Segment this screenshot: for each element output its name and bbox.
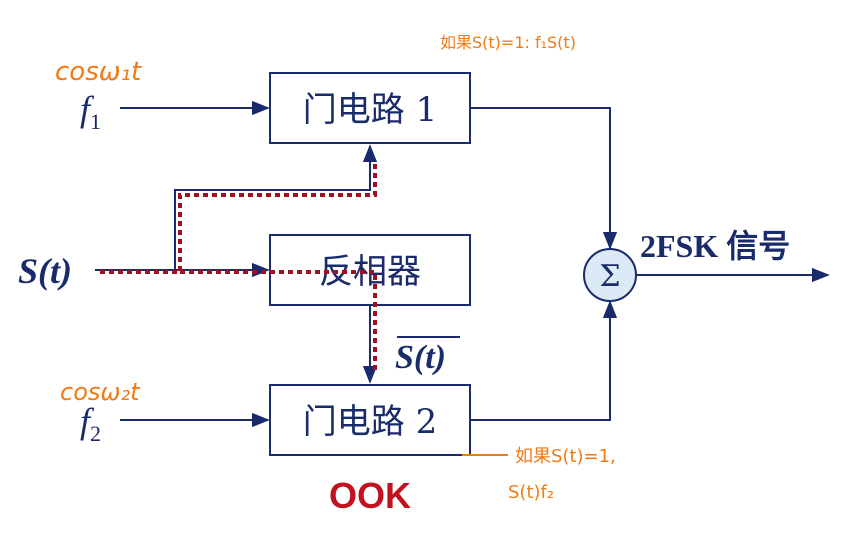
cos1-annotation: cosω₁t <box>55 57 142 87</box>
bottom-note2-annotation: S(t)f₂ <box>508 482 554 503</box>
dotted-path-gate1 <box>100 160 377 274</box>
dotted-path-gate2 <box>180 270 377 372</box>
gate2-label: 门电路 2 <box>303 402 437 442</box>
s-bar-label: S(t) <box>395 339 446 376</box>
gate1-label: 门电路 1 <box>303 90 437 130</box>
s-to-gate1-arrow <box>174 144 378 270</box>
f2-label: f2 <box>80 401 101 446</box>
summer-symbol: Σ <box>599 259 620 294</box>
gate1-block <box>269 72 471 144</box>
cos2-annotation: cosω₂t <box>60 378 141 406</box>
gate2-block <box>269 384 471 456</box>
top-note-annotation: 如果S(t)=1: f₁S(t) <box>440 33 576 52</box>
gate1-to-summer <box>470 107 618 250</box>
s-input-label: S(t) <box>18 251 72 291</box>
ook-label: OOK <box>329 475 411 516</box>
gate2-to-summer <box>470 300 618 421</box>
f1-label: f1 <box>80 89 101 134</box>
bottom-note-annotation: 如果S(t)=1, <box>515 446 616 467</box>
output-label: 2FSK 信号 <box>640 228 790 264</box>
